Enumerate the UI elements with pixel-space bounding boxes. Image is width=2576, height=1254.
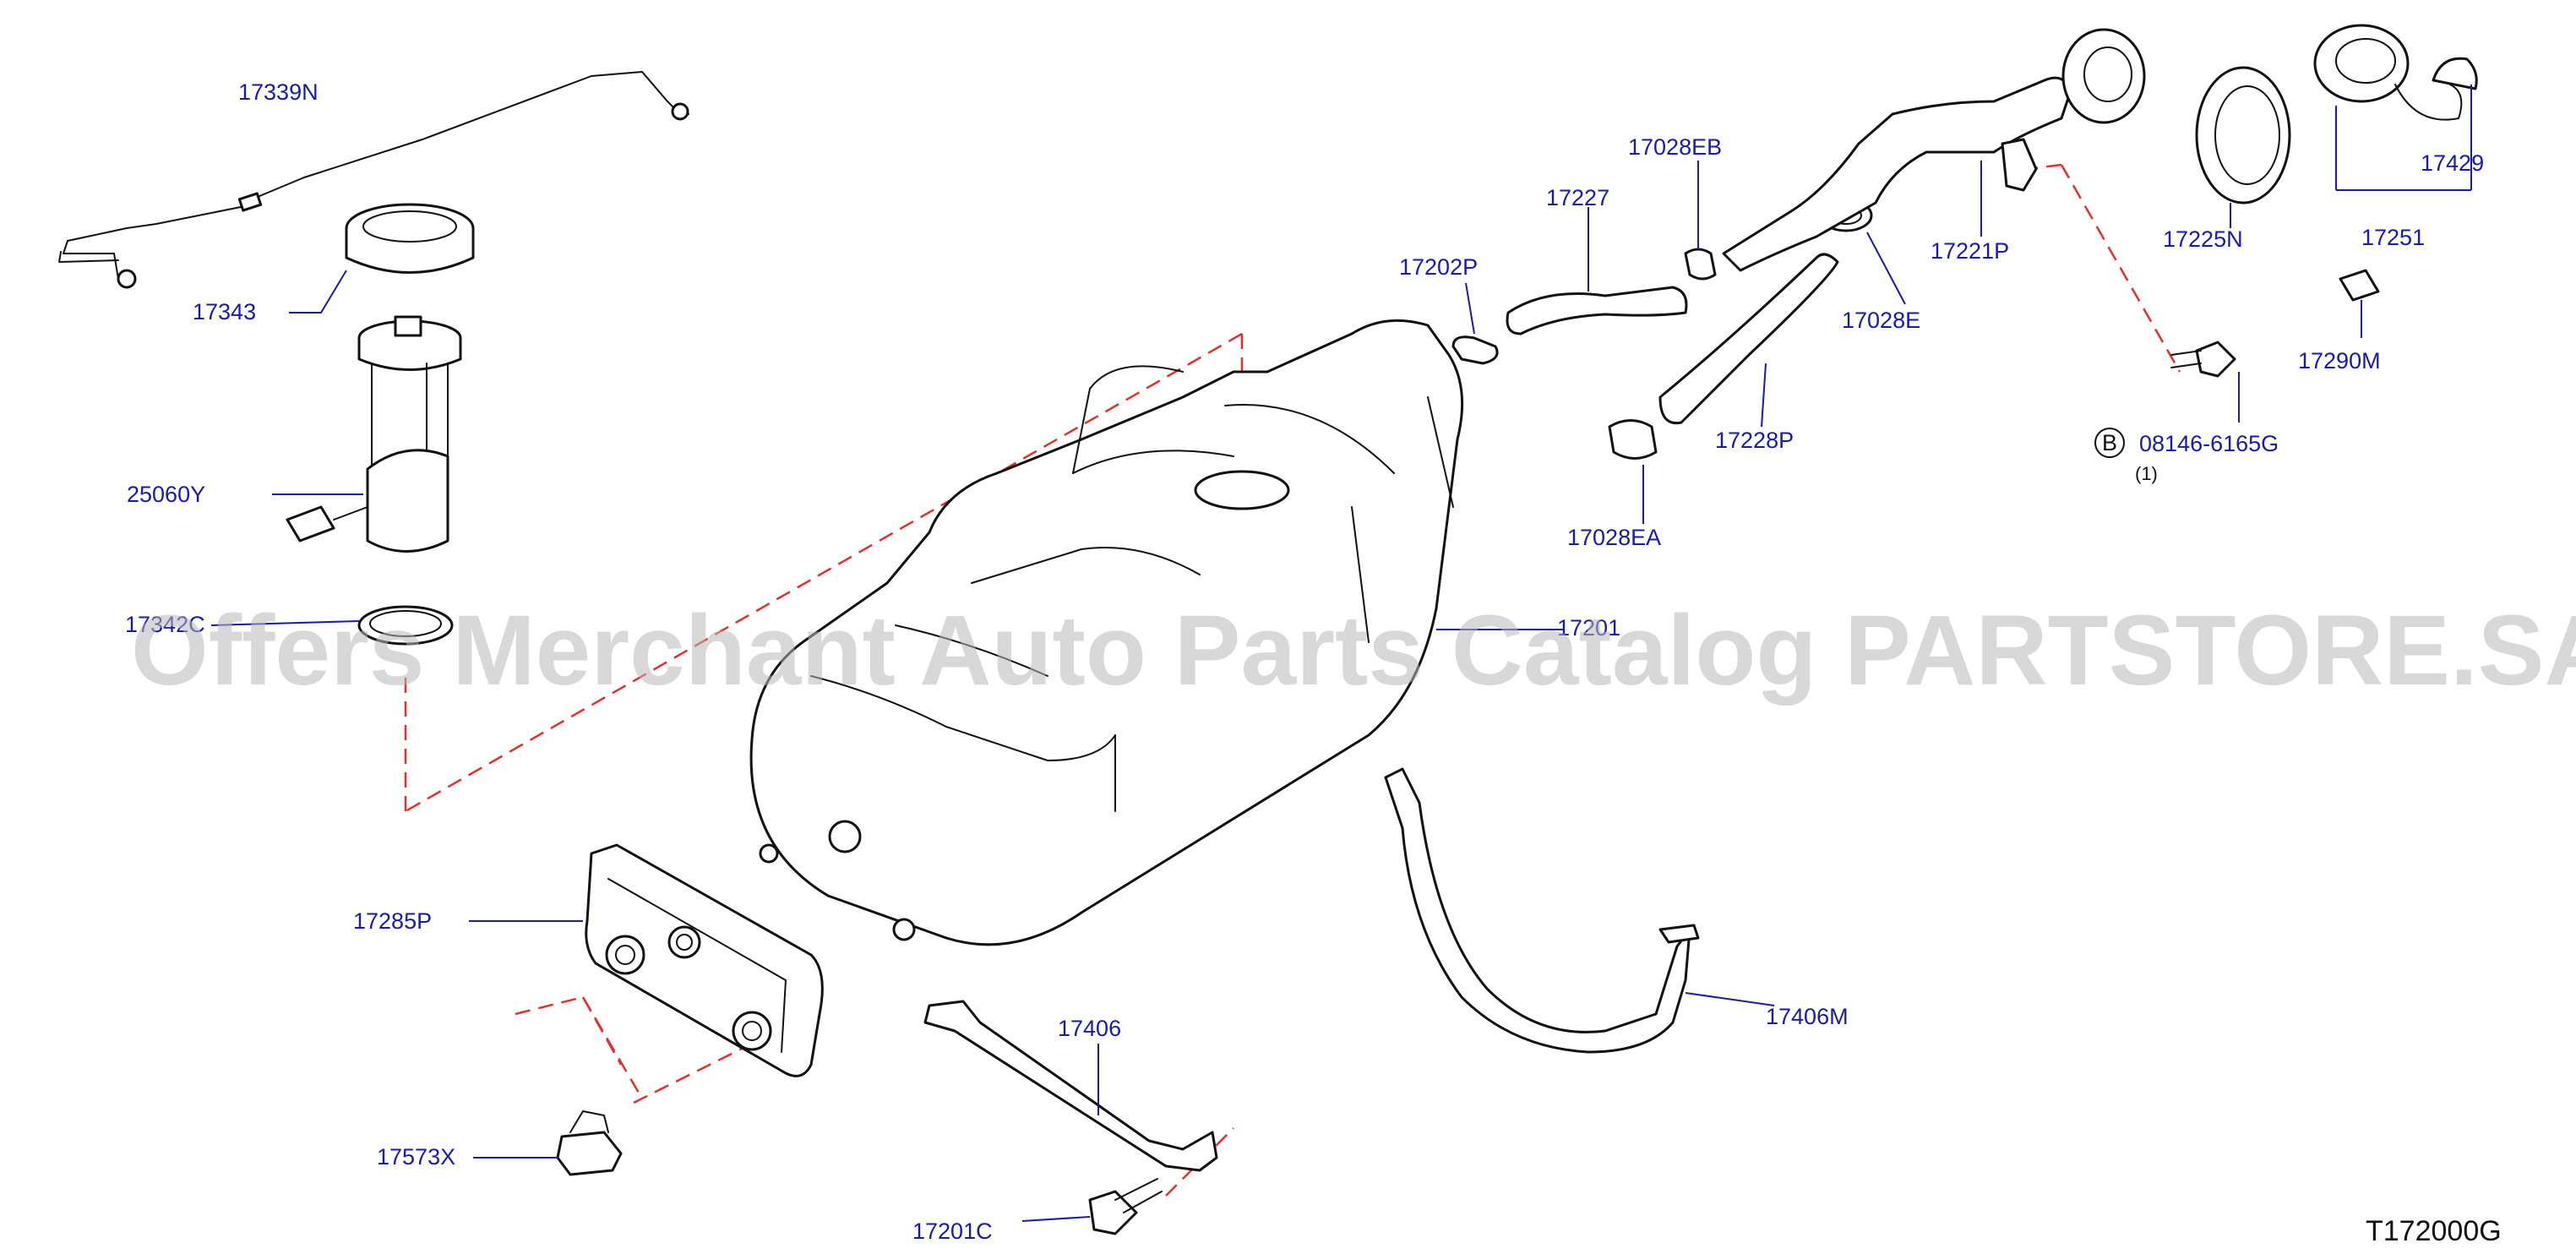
fuel-tank-17201[interactable]	[749, 319, 1464, 946]
label-17290m[interactable]	[2339, 269, 2380, 302]
callout-17339n[interactable]: 17339N	[238, 79, 319, 105]
callout-17028eb[interactable]: 17028EB	[1628, 134, 1722, 160]
callout-17290m[interactable]: 17290M	[2298, 348, 2381, 373]
callout-17221p[interactable]: 17221P	[1931, 238, 2009, 264]
lock-ring-17343[interactable]	[345, 203, 475, 274]
clip-17573x[interactable]	[556, 1110, 623, 1176]
protector-17285p[interactable]	[585, 843, 824, 1077]
callout-08146-6165g[interactable]: 08146-6165G	[2139, 431, 2279, 456]
callout-17228p[interactable]: 17228P	[1715, 428, 1794, 453]
fuel-pump-25060y[interactable]	[286, 315, 462, 553]
hose-17227[interactable]	[1506, 286, 1688, 335]
callout-17251[interactable]: 17251	[2361, 225, 2425, 250]
clamp-17202p[interactable]	[1451, 335, 1499, 365]
callout-25060y[interactable]: 25060Y	[127, 482, 205, 507]
clamp-17028eb[interactable]	[1684, 248, 1717, 281]
callout-17573x[interactable]: 17573X	[377, 1144, 455, 1169]
bolt-08146-6165g[interactable]	[2170, 341, 2236, 378]
bolt-marker-circle	[2094, 428, 2125, 458]
fuel-pipe-17339n[interactable]	[58, 71, 689, 289]
hose-17228p[interactable]	[1658, 253, 1839, 425]
callout-17406[interactable]: 17406	[1058, 1016, 1121, 1041]
callout-17201c[interactable]: 17201C	[912, 1219, 993, 1244]
callout-17406m[interactable]: 17406M	[1766, 1004, 1849, 1029]
callout-17202p[interactable]: 17202P	[1399, 254, 1478, 280]
filler-cap-17251[interactable]	[2313, 24, 2463, 121]
watermark-text: Offers Merchant Auto Parts Catalog PARTS…	[131, 595, 2576, 706]
band-17406m[interactable]	[1384, 767, 1700, 1054]
filler-tube-17221p[interactable]	[1722, 28, 2146, 272]
clamp-17028ea[interactable]	[1608, 419, 1658, 460]
callout-17227[interactable]: 17227	[1546, 185, 1609, 210]
callout-17285p[interactable]: 17285P	[353, 908, 432, 934]
callout-17028e[interactable]: 17028E	[1842, 308, 1920, 333]
diagram-code: T172000G	[2366, 1215, 2502, 1247]
band-17406[interactable]	[923, 1000, 1218, 1172]
callout-17429[interactable]: 17429	[2421, 150, 2484, 176]
callout-17028ea[interactable]: 17028EA	[1567, 525, 1661, 550]
seal-17225n[interactable]	[2195, 66, 2291, 204]
callout-17342c[interactable]: 17342C	[125, 612, 205, 637]
retainer-17429[interactable]	[2432, 57, 2478, 90]
bolt-marker-letter: B	[2102, 430, 2117, 455]
callout-17225n[interactable]: 17225N	[2163, 226, 2243, 252]
callout-08146-qty: (1)	[2135, 463, 2158, 484]
callout-labels: 17339N 17343 25060Y 17342C 17285P 17573X…	[125, 79, 2484, 1244]
leader-lines	[210, 85, 2472, 1222]
callout-17201[interactable]: 17201	[1557, 615, 1620, 641]
o-ring-17342c[interactable]	[357, 605, 454, 646]
bolt-17201c[interactable]	[1088, 1178, 1163, 1235]
callout-17343[interactable]: 17343	[193, 299, 256, 324]
